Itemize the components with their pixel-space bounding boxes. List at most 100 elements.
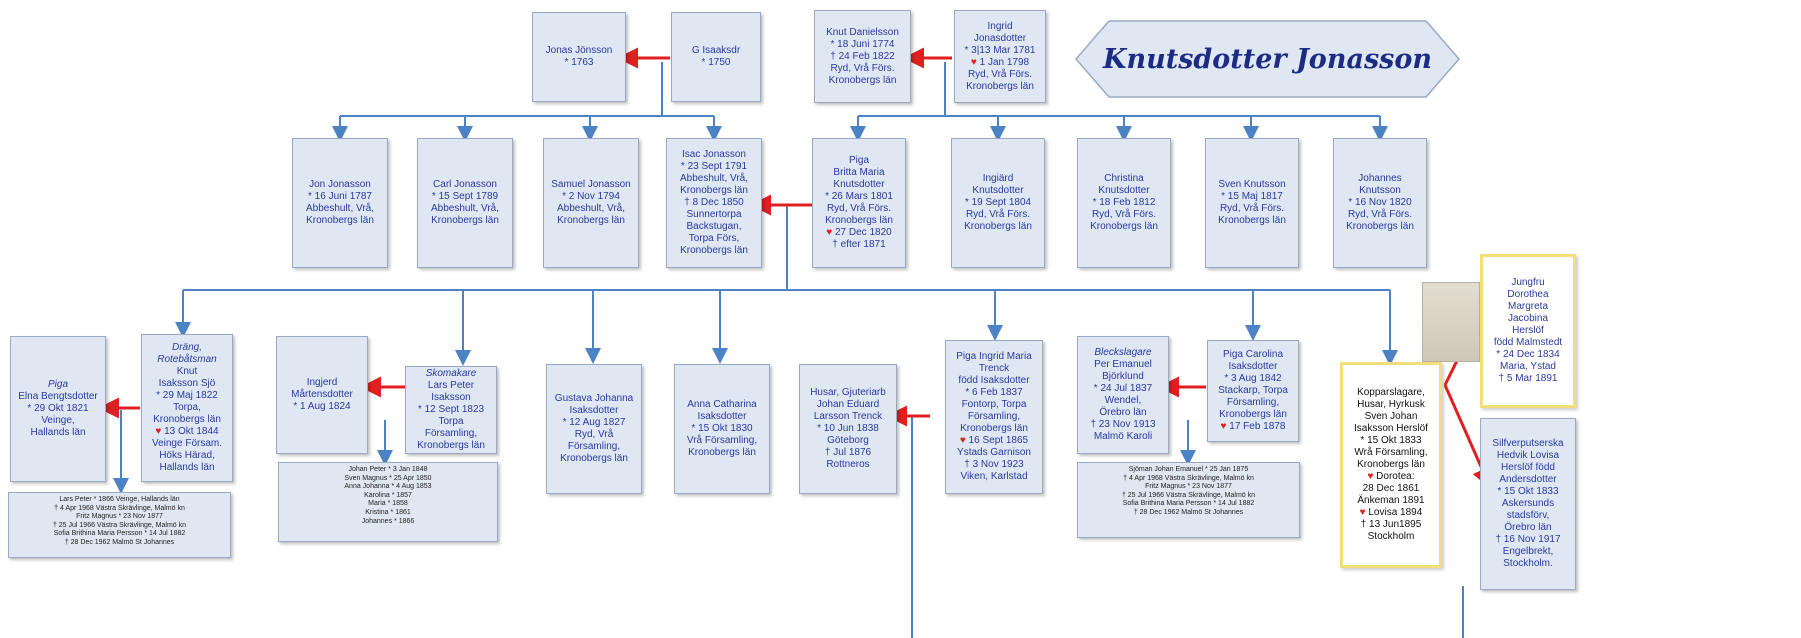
text-line: Fontorp, Torpa [961, 399, 1027, 410]
text-line: † efter 1871 [832, 239, 886, 250]
text-line: † 24 Feb 1822 [830, 50, 895, 62]
text-line: född Malmstedt [1493, 337, 1563, 348]
text-line: Ingiärd [982, 173, 1014, 184]
text-line: Torpa Förs, [688, 233, 740, 244]
text-line: Abbeshult, Vrå, [430, 203, 499, 214]
text-line: * 3 Aug 1842 [1224, 373, 1282, 384]
text-line: Johannes [1358, 173, 1402, 184]
text-line: Kronobergs län [1357, 459, 1425, 470]
text-line: Kronobergs län [1218, 215, 1286, 226]
text-line: * 16 Nov 1820 [1348, 197, 1412, 208]
text-line: Ingjerd [306, 377, 338, 388]
note-lars-children: Johan Peter * 3 Jan 1848 Sven Magnus * 2… [278, 462, 498, 542]
text-line: * 15 Okt 1833 [1360, 435, 1422, 446]
text-line: * 18 Feb 1812 [1092, 197, 1156, 208]
text-line: Piga [47, 379, 68, 390]
text-line: Isaksdotter [1228, 361, 1278, 372]
text-line: Knutsson [1359, 185, 1401, 196]
text-line: Husar, Hyrkusk [1357, 399, 1425, 410]
text-line: * 29 Maj 1822 [156, 390, 218, 401]
blue-connectors [113, 62, 1464, 638]
text-line: * 15 Sept 1789 [431, 191, 499, 202]
text-line: Skomakare [425, 368, 477, 379]
text-line: Dräng, [171, 342, 202, 353]
text-line: † 5 Mar 1891 [1498, 373, 1558, 384]
text-line: Jonasdotter [973, 32, 1027, 44]
portrait-photo [1422, 282, 1480, 362]
text-line: ♥ 1 Jan 1798 [970, 56, 1030, 68]
text-line: Kronobergs län [417, 440, 485, 451]
text-line: * 26 Mars 1801 [825, 191, 893, 202]
text-line: Malmö Karoli [1093, 431, 1153, 442]
text-line: Maria, Ystad [1500, 361, 1556, 372]
text-line: Församling, [1226, 397, 1280, 408]
text-line: * 29 Okt 1821 [27, 403, 89, 414]
text-line: † 23 Nov 1913 [1090, 419, 1156, 430]
text-line: Kronobergs län [680, 245, 748, 256]
text-line: ♥ 17 Feb 1878 [1220, 421, 1286, 432]
text-line: * 23 Sept 1791 [680, 161, 748, 172]
text-line: Kronobergs län [828, 74, 897, 86]
text-line: Veinge, [41, 415, 75, 426]
text-line: ♥ 16 Sept 1865 [959, 435, 1029, 446]
text-line: Isaksson Herslöf [1354, 423, 1428, 434]
text-line: * 2 Nov 1794 [562, 191, 620, 202]
text-line: ♥ 13 Okt 1844 [155, 426, 219, 437]
text-line: † 13 Jun1895 [1360, 519, 1422, 530]
text-line: Torpa [438, 416, 464, 427]
text-line: Isaksdotter [697, 411, 747, 422]
title-banner-shape [1075, 20, 1460, 98]
text-line: Hedvik Lovisa [1496, 450, 1560, 461]
text-line: Ryd, Vrå [574, 429, 614, 440]
text-line: Wendel, [1104, 395, 1142, 406]
text-line: Larsson Trenck [813, 411, 883, 422]
text-line: Isaksdotter [569, 405, 619, 416]
text-line: Kronobergs län [306, 215, 374, 226]
person-jonas-jonsson: Jonas Jönsson* 1763 [532, 12, 626, 102]
text-line: Änkeman 1891 [1357, 495, 1425, 506]
text-line: Mårtensdotter [291, 389, 353, 400]
text-line: Stockholm. [1503, 558, 1553, 569]
note-knut-children: Lars Peter * 1866 Veinge, Hallands län †… [8, 492, 231, 558]
person-g-isaaksdr: G Isaaksdr* 1750 [671, 12, 761, 102]
text-line: Ryd, Vrå Förs. [967, 68, 1033, 80]
text-line: Höks Härad, [159, 450, 215, 461]
text-line: Ryd, Vrå Förs. [830, 62, 895, 74]
text-line: Piga Carolina [1222, 349, 1284, 360]
text-line: * 15 Maj 1817 [1221, 191, 1283, 202]
text-line: Ryd, Vrå Förs. [1219, 203, 1285, 214]
text-line: Kopparslagare, [1357, 387, 1425, 398]
text-line: Kronobergs län [1346, 221, 1414, 232]
page-title: Knutsdotter Jonasson [1103, 43, 1432, 75]
text-line: Rottneros [826, 459, 870, 470]
text-line: Örebro län [1099, 407, 1147, 418]
text-line: Hallands län [159, 462, 215, 473]
text-line: Silfverputserska [1492, 438, 1564, 449]
text-line: Ryd, Vrå Förs. [1091, 209, 1157, 220]
text-line: Elna Bengtsdotter [18, 391, 98, 402]
text-line: Wrå Församling, [1354, 447, 1428, 458]
text-line: Isac Jonasson [682, 149, 746, 160]
text-line: † 3 Nov 1923 [964, 459, 1024, 470]
text-line: Jacobina [1507, 313, 1549, 324]
text-line: Jungfru [1511, 277, 1545, 288]
text-line: * 6 Feb 1837 [965, 387, 1023, 398]
note-per-children: Sjöman Johan Emanuel * 25 Jan 1875 † 4 A… [1077, 462, 1300, 538]
text-line: stadsförv, [1506, 510, 1550, 521]
text-line: Per Emanuel [1094, 359, 1152, 370]
text-line: † Jul 1876 [824, 447, 872, 458]
text-line: * 24 Dec 1834 [1496, 349, 1560, 360]
text-line: * 24 Jul 1837 [1093, 383, 1153, 394]
text-line: 28 Dec 1861 [1362, 483, 1420, 494]
